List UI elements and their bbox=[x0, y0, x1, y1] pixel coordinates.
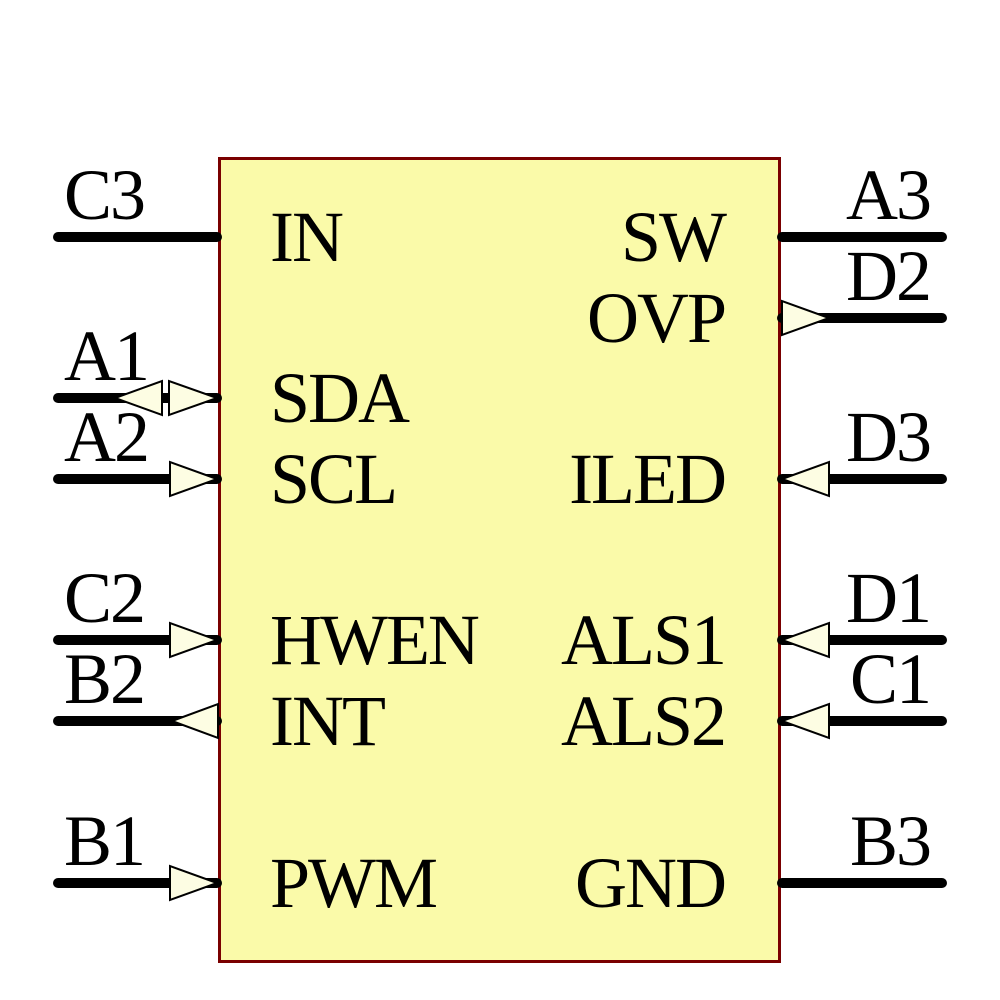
pin-name-als1: ALS1 bbox=[560, 600, 727, 680]
pin-line-als2[interactable] bbox=[777, 716, 947, 726]
pin-name-sda: SDA bbox=[270, 358, 410, 438]
pin-als1-arrow-icon bbox=[780, 621, 830, 659]
pin-name-iled: ILED bbox=[569, 439, 727, 519]
pin-scl-arrow-icon bbox=[169, 460, 219, 498]
pin-line-als1[interactable] bbox=[777, 635, 947, 645]
pin-designator-d3: D3 bbox=[846, 397, 932, 477]
component-body[interactable] bbox=[218, 157, 781, 963]
pin-name-gnd: GND bbox=[575, 843, 727, 923]
pin-designator-c1: C1 bbox=[849, 639, 932, 719]
pin-name-hwen: HWEN bbox=[270, 600, 480, 680]
pin-pwm-arrow-icon bbox=[169, 864, 219, 902]
pin-int-arrow-icon bbox=[170, 702, 219, 740]
pin-line-iled[interactable] bbox=[777, 474, 947, 484]
pin-als2-arrow-icon bbox=[780, 702, 830, 740]
pin-sda-arrow-icon bbox=[113, 379, 163, 417]
pin-iled-arrow-icon bbox=[780, 460, 830, 498]
pin-name-pwm: PWM bbox=[270, 843, 438, 923]
pin-name-in: IN bbox=[270, 197, 344, 277]
pin-designator-d2: D2 bbox=[846, 236, 932, 316]
pin-designator-c3: C3 bbox=[64, 155, 146, 235]
pin-designator-b2: B2 bbox=[64, 639, 146, 719]
pin-name-sw: SW bbox=[621, 197, 727, 277]
pin-designator-a1: A1 bbox=[64, 316, 150, 396]
pin-line-scl[interactable] bbox=[53, 474, 222, 484]
pin-sda-arrow-icon bbox=[168, 379, 219, 417]
pin-name-scl: SCL bbox=[270, 439, 398, 519]
pin-line-in[interactable] bbox=[53, 232, 222, 242]
pin-ovp-arrow-icon bbox=[781, 299, 831, 337]
pin-designator-b3: B3 bbox=[849, 801, 932, 881]
pin-hwen-arrow-icon bbox=[169, 621, 219, 659]
pin-designator-b1: B1 bbox=[64, 801, 146, 881]
pin-name-ovp: OVP bbox=[586, 278, 727, 358]
pin-line-gnd[interactable] bbox=[777, 878, 947, 888]
pin-designator-a2: A2 bbox=[64, 397, 150, 477]
pin-name-int: INT bbox=[270, 681, 386, 761]
pin-designator-d1: D1 bbox=[846, 558, 932, 638]
pin-line-sw[interactable] bbox=[777, 232, 947, 242]
pin-line-ovp[interactable] bbox=[777, 313, 947, 323]
pin-line-int[interactable] bbox=[53, 716, 222, 726]
pin-line-hwen[interactable] bbox=[53, 635, 222, 645]
pin-line-pwm[interactable] bbox=[53, 878, 222, 888]
pin-designator-a3: A3 bbox=[846, 155, 932, 235]
pin-name-als2: ALS2 bbox=[560, 681, 727, 761]
pin-designator-c2: C2 bbox=[64, 558, 146, 638]
